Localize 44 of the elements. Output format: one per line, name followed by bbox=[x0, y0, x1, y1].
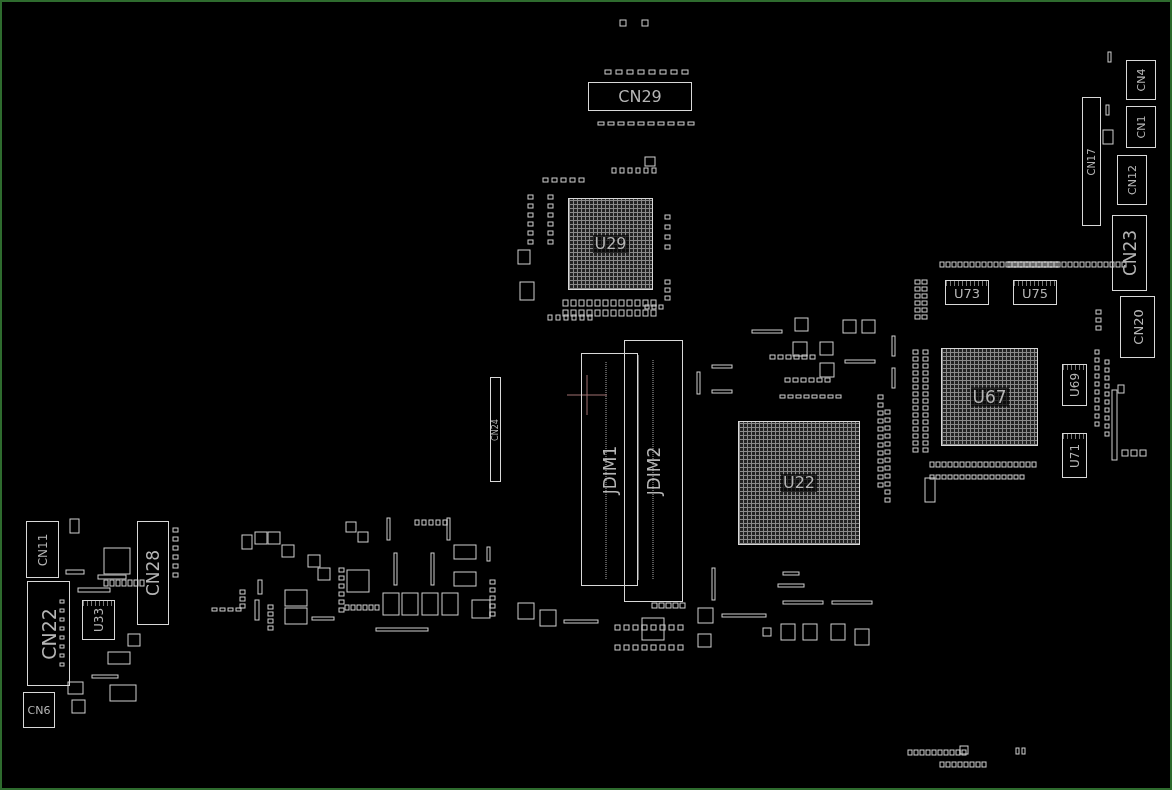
component-label: JDIM2 bbox=[645, 446, 662, 496]
connector-outline bbox=[1082, 97, 1101, 226]
component-label: U67 bbox=[970, 387, 1009, 407]
ic-chip bbox=[82, 600, 115, 640]
ic-chip bbox=[1062, 364, 1087, 406]
connector-outline bbox=[588, 82, 692, 111]
component-label: CN1 bbox=[1135, 115, 1147, 139]
component-label: U29 bbox=[592, 235, 629, 253]
connector-outline bbox=[1117, 155, 1147, 205]
connector-outline bbox=[137, 521, 169, 625]
component-label: CN12 bbox=[1126, 165, 1138, 195]
component-label: U73 bbox=[953, 286, 981, 299]
bga-chip bbox=[941, 348, 1038, 446]
component-label: CN17 bbox=[1086, 147, 1097, 176]
connector-outline bbox=[23, 692, 55, 728]
ic-chip bbox=[945, 280, 989, 305]
bga-chip bbox=[738, 421, 860, 545]
connector-outline bbox=[1126, 106, 1156, 148]
connector-outline bbox=[1126, 60, 1156, 100]
component-label: U33 bbox=[92, 607, 105, 633]
component-label: JDIM1 bbox=[601, 445, 618, 494]
component-label: CN24 bbox=[491, 418, 500, 441]
component-label: U22 bbox=[780, 474, 818, 492]
connector-outline bbox=[624, 340, 683, 602]
connector-outline bbox=[1112, 215, 1147, 291]
component-label: CN11 bbox=[36, 533, 49, 566]
component-label: CN4 bbox=[1135, 68, 1147, 92]
component-label: U75 bbox=[1021, 286, 1049, 299]
component-label: CN29 bbox=[618, 88, 662, 105]
connector-outline bbox=[581, 353, 638, 586]
connector-outline bbox=[27, 581, 70, 686]
connector-outline bbox=[26, 521, 59, 578]
component-label: U71 bbox=[1068, 443, 1081, 468]
ic-chip bbox=[1013, 280, 1057, 305]
bga-chip bbox=[568, 198, 653, 290]
component-label: CN23 bbox=[1121, 229, 1138, 277]
ic-chip bbox=[1062, 433, 1087, 478]
component-label: U69 bbox=[1068, 372, 1081, 398]
component-label: CN6 bbox=[27, 704, 51, 716]
connector-outline bbox=[1120, 296, 1155, 358]
component-label: CN28 bbox=[144, 549, 162, 597]
component-label: CN20 bbox=[1131, 309, 1144, 345]
component-label: CN22 bbox=[39, 607, 58, 660]
connector-outline bbox=[490, 377, 501, 482]
